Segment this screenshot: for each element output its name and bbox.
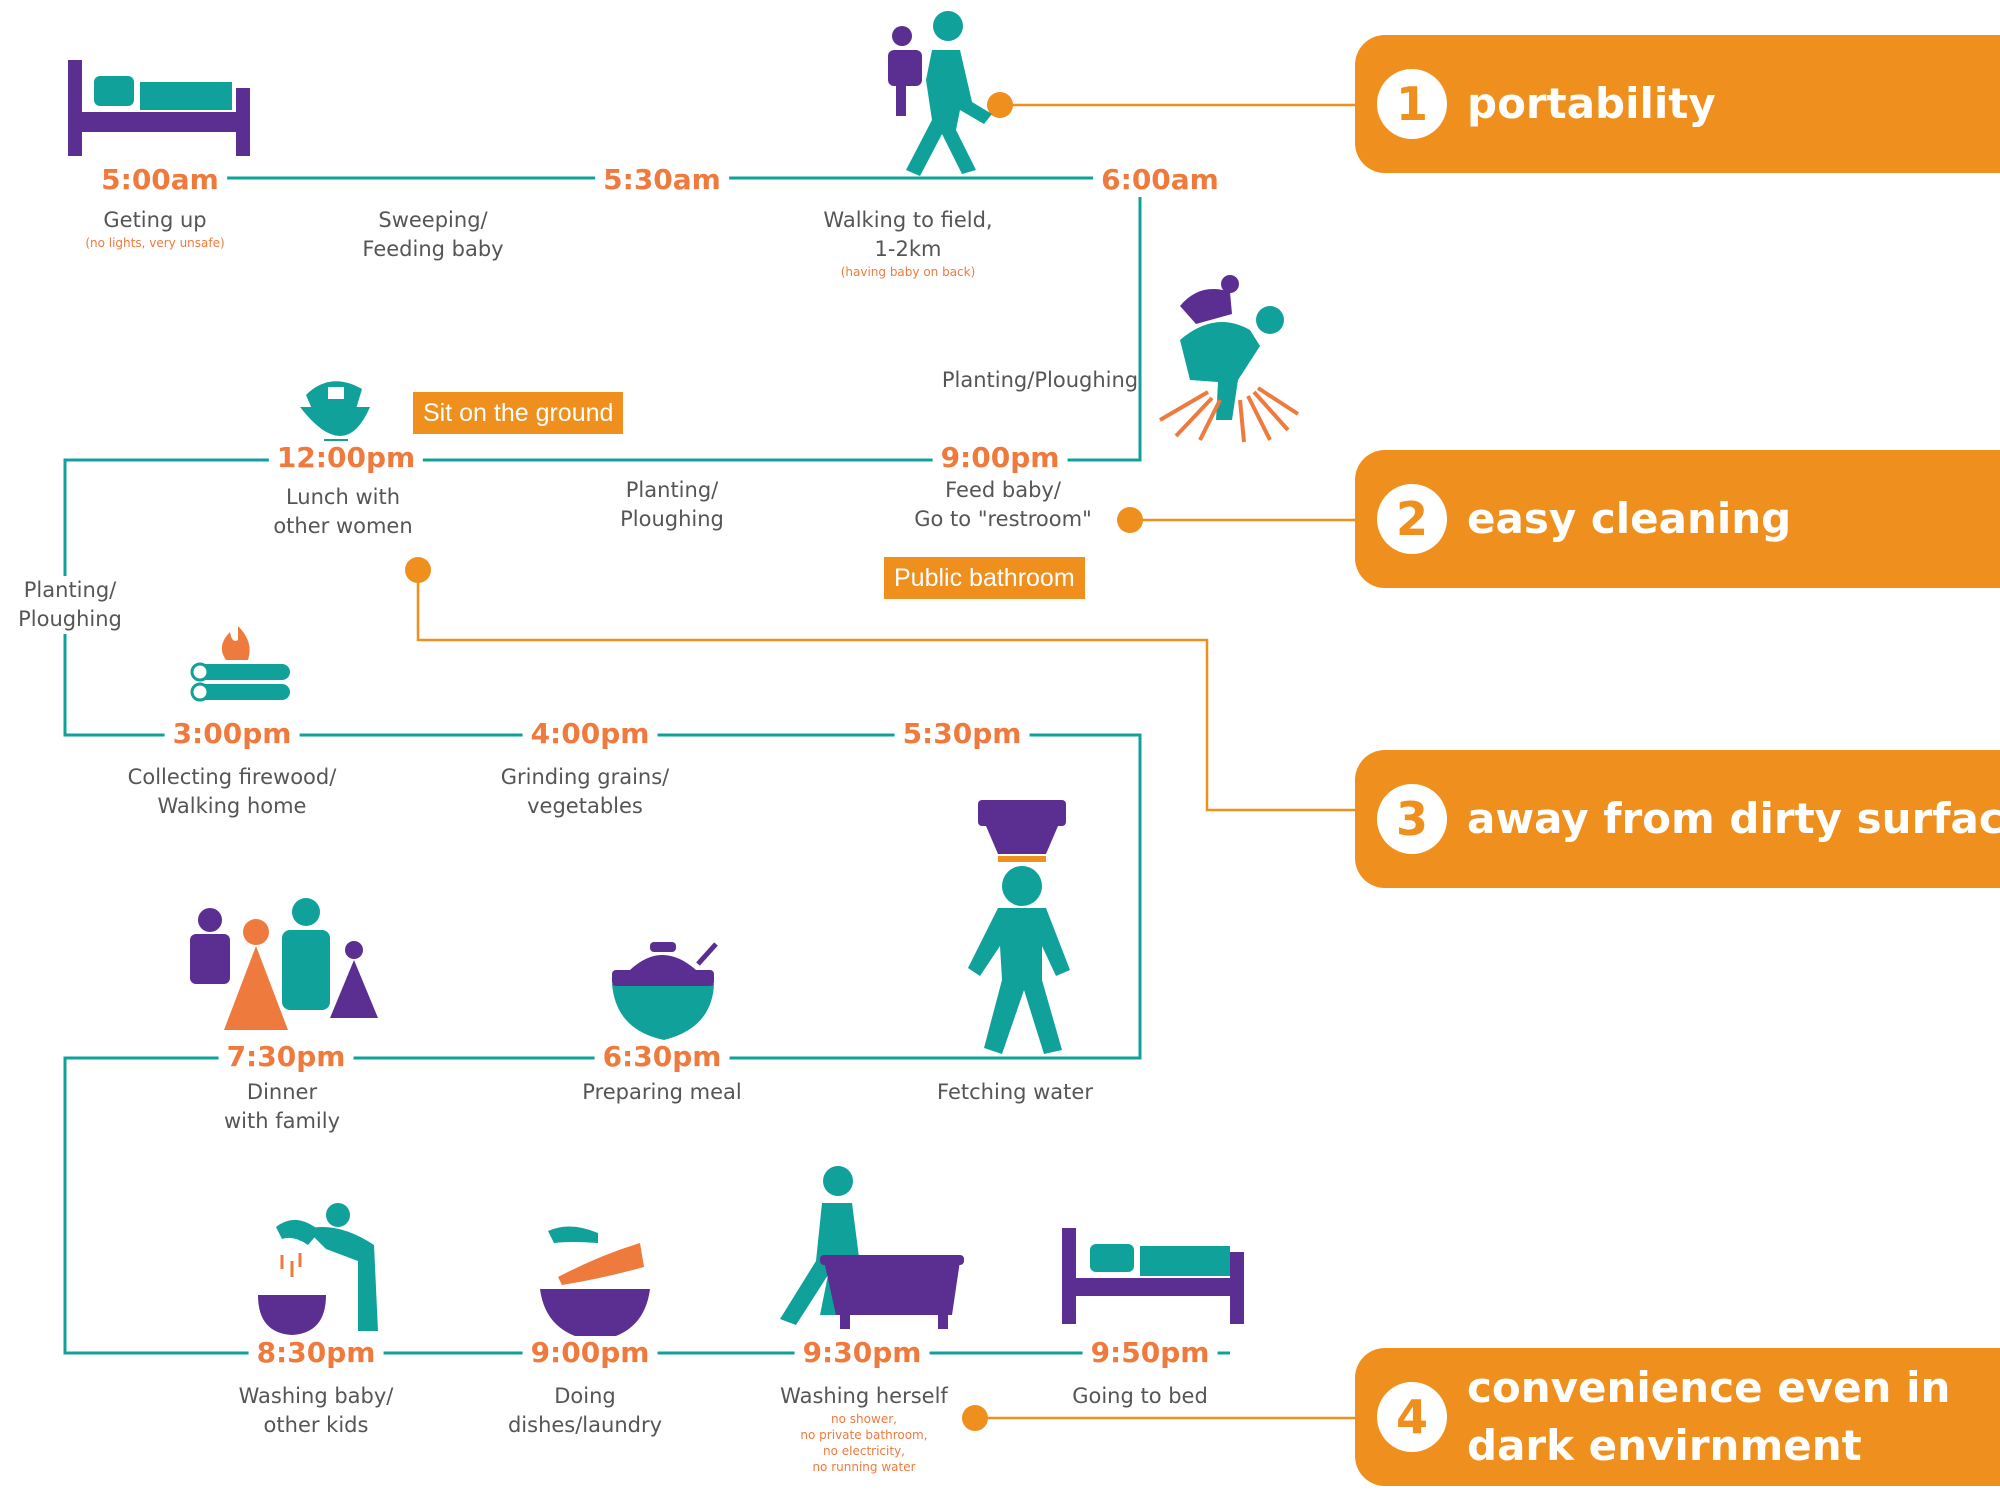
bed-icon	[68, 60, 250, 156]
activity-note: (having baby on back)	[840, 265, 976, 279]
activity-washing-herself: Washing herself no shower, no private ba…	[780, 1382, 948, 1475]
activity-lunch: Lunch with other women	[273, 485, 413, 538]
activity-planting-mid: Planting/ Ploughing	[620, 478, 724, 531]
activity-note: no shower, no private bathroom, no elect…	[800, 1412, 928, 1474]
cooking-pot-icon	[612, 942, 718, 1040]
activity-firewood: Collecting firewood/ Walking home	[127, 765, 337, 818]
activity-sweeping: Sweeping/ Feeding baby	[362, 208, 504, 261]
feature-number: 3	[1377, 784, 1447, 854]
feature-number: 2	[1377, 484, 1447, 554]
time-9-00pm-feed: 9:00pm	[932, 441, 1068, 475]
feature-card-portability: 1 portability	[1355, 35, 2000, 173]
activity-dinner: Dinner with family	[223, 1080, 341, 1133]
activity-walking-field: Walking to field, 1-2km (having baby on …	[823, 206, 992, 280]
activity-getting-up: Geting up (no lights, very unsafe)	[85, 206, 224, 251]
activity-preparing-meal: Preparing meal	[582, 1080, 742, 1104]
feature-number: 4	[1377, 1382, 1447, 1452]
bathtub-icon	[780, 1166, 964, 1329]
feature-card-away-dirty: 3 away from dirty surface	[1355, 750, 2000, 888]
time-6-00am: 6:00am	[1093, 163, 1227, 197]
feature-label: convenience even in dark envirnment	[1467, 1363, 1951, 1470]
connector-dot-2	[1117, 507, 1143, 533]
activity-washing-baby: Washing baby/ other kids	[238, 1384, 394, 1437]
feature-label: away from dirty surface	[1467, 794, 2000, 843]
activity-text: Washing herself	[780, 1384, 948, 1408]
firewood-icon	[190, 626, 290, 702]
bathing-baby-icon	[258, 1203, 378, 1335]
time-9-30pm: 9:30pm	[794, 1336, 930, 1370]
feature-label: portability	[1467, 79, 1716, 128]
activity-going-to-bed: Going to bed	[1072, 1384, 1208, 1408]
connector-dot-1	[987, 92, 1013, 118]
time-3-00pm: 3:00pm	[164, 717, 300, 751]
time-8-30pm: 8:30pm	[248, 1336, 384, 1370]
feature-connectors	[416, 103, 1360, 1420]
time-6-30pm: 6:30pm	[594, 1040, 730, 1074]
activity-feed-baby: Feed baby/ Go to "restroom"	[914, 478, 1092, 531]
activity-text: Walking to field, 1-2km	[823, 208, 993, 261]
activity-text: Geting up	[103, 208, 207, 232]
activity-fetching-water: Fetching water	[937, 1080, 1093, 1104]
feature-number: 1	[1377, 69, 1447, 139]
activity-grinding: Grinding grains/ vegetables	[500, 765, 670, 818]
activity-planting-right: Planting/Ploughing	[941, 368, 1139, 392]
dishes-icon	[540, 1226, 650, 1341]
time-9-50pm: 9:50pm	[1082, 1336, 1218, 1370]
time-5-30pm: 5:30pm	[894, 717, 1030, 751]
time-9-00pm: 9:00pm	[522, 1336, 658, 1370]
activity-planting-left: Planting/ Ploughing	[18, 576, 122, 634]
feature-card-dark-convenience: 4 convenience even in dark envirnment	[1355, 1348, 2000, 1486]
walker-with-baby-icon	[888, 11, 992, 176]
time-5-00am: 5:00am	[93, 163, 227, 197]
feature-label: easy cleaning	[1467, 494, 1792, 543]
bed-icon	[1062, 1228, 1244, 1324]
feature-card-easy-cleaning: 2 easy cleaning	[1355, 450, 2000, 588]
connector-dots	[405, 92, 1143, 1431]
connector-dot-4	[962, 1405, 988, 1431]
family-icon	[190, 898, 378, 1030]
time-12-00pm: 12:00pm	[268, 441, 424, 475]
tag-sit-on-ground: Sit on the ground	[413, 392, 624, 434]
planting-woman-icon	[1158, 275, 1300, 443]
connector-dot-3	[405, 557, 431, 583]
tag-public-bathroom: Public bathroom	[884, 557, 1085, 599]
time-7-30pm: 7:30pm	[218, 1040, 354, 1074]
water-carrier-icon	[968, 800, 1070, 1054]
time-4-00pm: 4:00pm	[522, 717, 658, 751]
activity-note: (no lights, very unsafe)	[85, 236, 225, 250]
time-5-30am: 5:30am	[595, 163, 729, 197]
lunch-bowl-icon	[300, 381, 370, 449]
activity-dishes: Doing dishes/laundry	[507, 1384, 663, 1437]
